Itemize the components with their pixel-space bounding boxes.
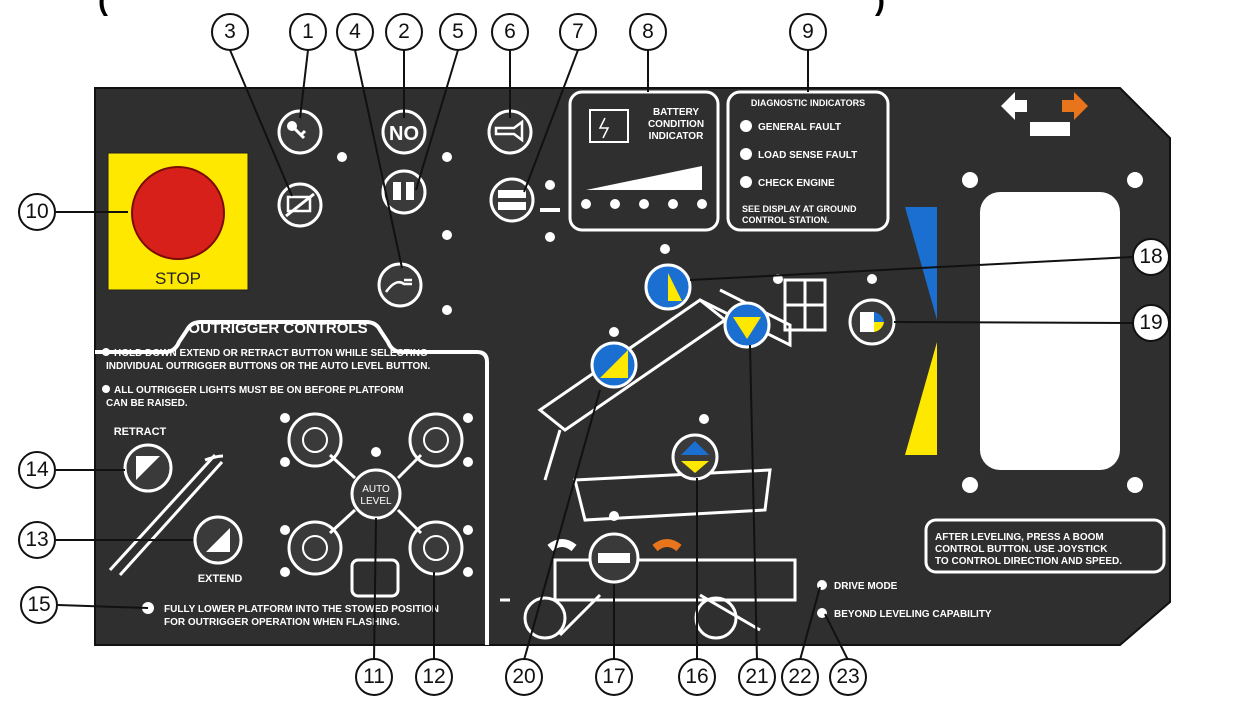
battery-indicator: BATTERY CONDITION INDICATOR (568, 90, 720, 232)
svg-text:NO: NO (389, 123, 419, 145)
drive-mode-light (817, 580, 827, 590)
outrigger-note2-line1: ALL OUTRIGGER LIGHTS MUST BE ON BEFORE P… (114, 385, 404, 396)
callout-8: 8 (629, 13, 667, 51)
outrigger-note1-line2: INDIVIDUAL OUTRIGGER BUTTONS OR THE AUTO… (106, 361, 430, 372)
callout-1: 1 (289, 13, 327, 51)
callout-22: 22 (781, 658, 819, 696)
outrigger-rear-right-button[interactable] (408, 520, 464, 576)
battery-line1: BATTERY (653, 107, 699, 118)
jib-button[interactable] (671, 433, 719, 481)
engine-off-button[interactable] (277, 182, 323, 228)
key-button[interactable] (277, 109, 323, 155)
diagnostic-load-sense-fault: LOAD SENSE FAULT (758, 150, 857, 161)
retract-button[interactable] (123, 443, 173, 493)
auto-level-line2: LEVEL (360, 496, 392, 507)
callout-13: 13 (18, 521, 56, 559)
beyond-leveling-light (817, 608, 827, 618)
callout-15: 15 (20, 586, 58, 624)
callout-leaders (56, 49, 1133, 661)
stow-note-line1: FULLY LOWER PLATFORM INTO THE STOWED POS… (164, 604, 439, 615)
plug-button[interactable] (377, 262, 423, 308)
turntable-rotate-button[interactable] (588, 532, 640, 584)
generator-button[interactable] (489, 177, 535, 223)
boom-lights (609, 244, 877, 521)
outrigger-rear-left-button[interactable] (287, 520, 343, 576)
outrigger-frame (95, 320, 489, 645)
stow-note-line2: FOR OUTRIGGER OPERATION WHEN FLASHING. (164, 617, 400, 628)
horn-button[interactable] (487, 109, 533, 155)
callout-3: 3 (211, 13, 249, 51)
title-fragment-right: ) (875, 0, 885, 17)
callout-2: 2 (385, 13, 423, 51)
callout-10: 10 (18, 193, 56, 231)
callout-9: 9 (789, 13, 827, 51)
battery-line3: INDICATOR (649, 131, 704, 142)
diagnostic-note-line1: SEE DISPLAY AT GROUND (742, 204, 857, 214)
outrigger-note1-line1: HOLD DOWN EXTEND OR RETRACT BUTTON WHILE… (114, 348, 428, 359)
callout-21: 21 (738, 658, 776, 696)
callout-5: 5 (439, 13, 477, 51)
drive-mode-label: DRIVE MODE (834, 581, 898, 592)
callout-23: 23 (829, 658, 867, 696)
stop-label: STOP (155, 269, 201, 288)
callout-4: 4 (336, 13, 374, 51)
callout-19: 19 (1132, 304, 1170, 342)
after-leveling-line3: TO CONTROL DIRECTION AND SPEED. (935, 556, 1122, 567)
outrigger-links (328, 453, 423, 535)
beyond-leveling-label: BEYOND LEVELING CAPABILITY (834, 609, 992, 620)
title-fragment-left: ( (98, 0, 108, 17)
diagnostic-check-engine: CHECK ENGINE (758, 178, 835, 189)
callout-11: 11 (355, 658, 393, 696)
callout-6: 6 (491, 13, 529, 51)
outrigger-title: OUTRIGGER CONTROLS (188, 320, 367, 337)
callout-16: 16 (678, 658, 716, 696)
after-leveling-line1: AFTER LEVELING, PRESS A BOOM (935, 532, 1104, 543)
joystick-frame (905, 172, 1143, 493)
diagnostic-note-line2: CONTROL STATION. (742, 215, 830, 225)
after-leveling-line2: CONTROL BUTTON. USE JOYSTICK (935, 544, 1108, 555)
outrigger-leg-icon (108, 453, 224, 577)
boom-button-telescope[interactable] (723, 301, 771, 349)
retract-label: RETRACT (114, 426, 167, 438)
outrigger-front-left-button[interactable] (287, 412, 343, 468)
fuel-select-button[interactable] (381, 169, 427, 215)
diagnostic-title: DIAGNOSTIC INDICATORS (751, 98, 865, 108)
emergency-stop[interactable]: STOP (107, 152, 249, 291)
callout-17: 17 (595, 658, 633, 696)
diagnostic-general-fault: GENERAL FAULT (758, 122, 841, 133)
battery-line2: CONDITION (648, 119, 704, 130)
white-swing-arrow (547, 539, 577, 552)
indicator-lights (337, 152, 560, 315)
after-leveling-box (924, 518, 1166, 574)
drive-direction-icon (1001, 92, 1088, 136)
callout-18: 18 (1132, 238, 1170, 276)
callout-12: 12 (415, 658, 453, 696)
extend-button[interactable] (193, 515, 243, 565)
boom-button-lift[interactable] (644, 263, 692, 311)
orange-swing-arrow (652, 539, 682, 552)
platform-level-button[interactable] (848, 298, 896, 346)
boom-button-lower-boom[interactable] (590, 341, 638, 389)
callout-14: 14 (18, 451, 56, 489)
outrigger-note2-line2: CAN BE RAISED. (106, 398, 188, 409)
callout-7: 7 (559, 13, 597, 51)
extend-label: EXTEND (198, 573, 243, 585)
auto-level-line1: AUTO (362, 484, 390, 495)
outrigger-front-right-button[interactable] (408, 412, 464, 468)
auto-level-button[interactable]: AUTO LEVEL (350, 468, 402, 520)
callout-20: 20 (505, 658, 543, 696)
